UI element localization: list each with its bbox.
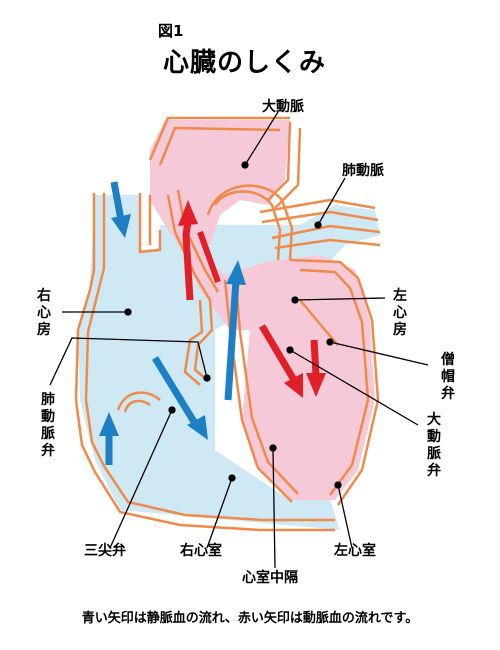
- label-pointers: [49, 111, 429, 569]
- diagram-caption: 青い矢印は静脈血の流れ、赤い矢印は動脈血の流れです。: [81, 611, 419, 626]
- left-heart-region: [150, 120, 375, 500]
- label-right-ventricle: 右心室: [180, 543, 222, 559]
- label-mitral-valve: 僧帽弁: [441, 352, 455, 402]
- arterial-flow-arrows: [178, 200, 326, 398]
- label-pulmonary-artery: 肺動脈: [342, 163, 384, 179]
- label-right-atrium: 右心房: [37, 288, 51, 338]
- label-aortic-valve: 大動脈弁: [427, 412, 441, 479]
- venous-flow-arrows: [99, 181, 246, 465]
- diagram-title: 心臓のしくみ: [163, 48, 327, 78]
- label-left-atrium: 左心房: [393, 288, 407, 338]
- figure-number: 図1: [158, 22, 184, 40]
- label-tricuspid-valve: 三尖弁: [84, 543, 126, 559]
- label-pulmonary-valve: 肺動脈弁: [41, 392, 55, 459]
- label-aorta: 大動脈: [262, 99, 304, 115]
- right-heart-region: [78, 195, 380, 530]
- label-left-ventricle: 左心室: [334, 543, 376, 559]
- heart-walls: [74, 116, 381, 532]
- label-septum: 心室中隔: [242, 570, 298, 586]
